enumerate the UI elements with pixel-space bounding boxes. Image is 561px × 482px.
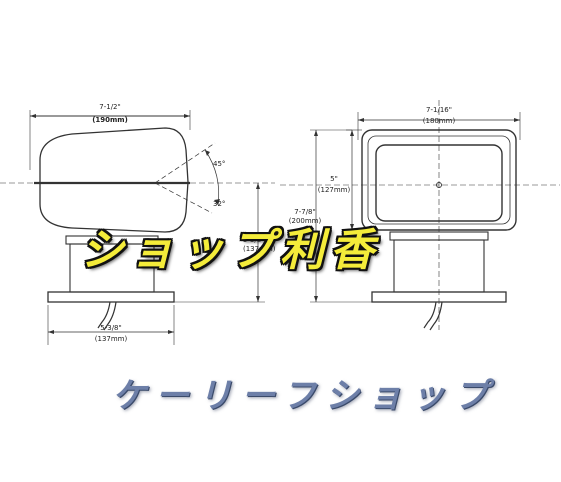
shop-sub-watermark: ケーリーフショップ xyxy=(112,376,497,416)
side-base-label: 5-3/8" xyxy=(100,324,121,332)
tilt-up-line xyxy=(154,142,216,184)
side-width-label: 7-1/2" xyxy=(99,103,120,111)
side-height-label: 5-3/8" xyxy=(243,236,264,244)
tilt-arc xyxy=(204,149,220,206)
arrow-icon xyxy=(314,296,318,302)
tilt-down-line xyxy=(154,182,213,214)
arrow-icon xyxy=(350,130,354,136)
front-lamp-metric: (127mm) xyxy=(318,186,351,194)
shop-watermark: ショップ利香 xyxy=(80,225,380,276)
side-base-metric: (137mm) xyxy=(95,335,128,343)
arrow-icon xyxy=(256,296,260,302)
arrow-icon xyxy=(205,150,210,156)
arrow-icon xyxy=(314,130,318,136)
side-width-metric: (190mm) xyxy=(92,116,128,124)
arrow-icon xyxy=(30,114,36,118)
arrow-icon xyxy=(48,330,54,334)
front-cable xyxy=(429,301,443,331)
arrow-icon xyxy=(168,330,174,334)
arrow-icon xyxy=(358,118,364,122)
side-view xyxy=(0,110,275,345)
side-height-metric: (137mm) xyxy=(243,245,276,253)
front-base xyxy=(371,291,507,303)
arrow-icon xyxy=(184,114,190,118)
side-lamp-head xyxy=(39,127,189,233)
side-cable xyxy=(97,301,111,329)
arrow-icon xyxy=(214,199,220,205)
side-base xyxy=(47,291,175,303)
tilt-down-label: 32° xyxy=(213,200,225,208)
side-cable xyxy=(103,301,117,331)
front-width-metric: (180mm) xyxy=(423,117,456,125)
front-view xyxy=(280,100,560,331)
front-width-label: 7-1/16" xyxy=(426,106,452,114)
front-lamp-label: 5" xyxy=(330,175,338,183)
arrow-icon xyxy=(514,118,520,122)
front-total-label: 7-7/8" xyxy=(294,208,315,216)
front-total-metric: (200mm) xyxy=(289,217,322,225)
tilt-up-label: 45° xyxy=(213,160,225,168)
arrow-icon xyxy=(256,183,260,189)
front-cable xyxy=(423,301,437,329)
arrow-icon xyxy=(350,224,354,230)
